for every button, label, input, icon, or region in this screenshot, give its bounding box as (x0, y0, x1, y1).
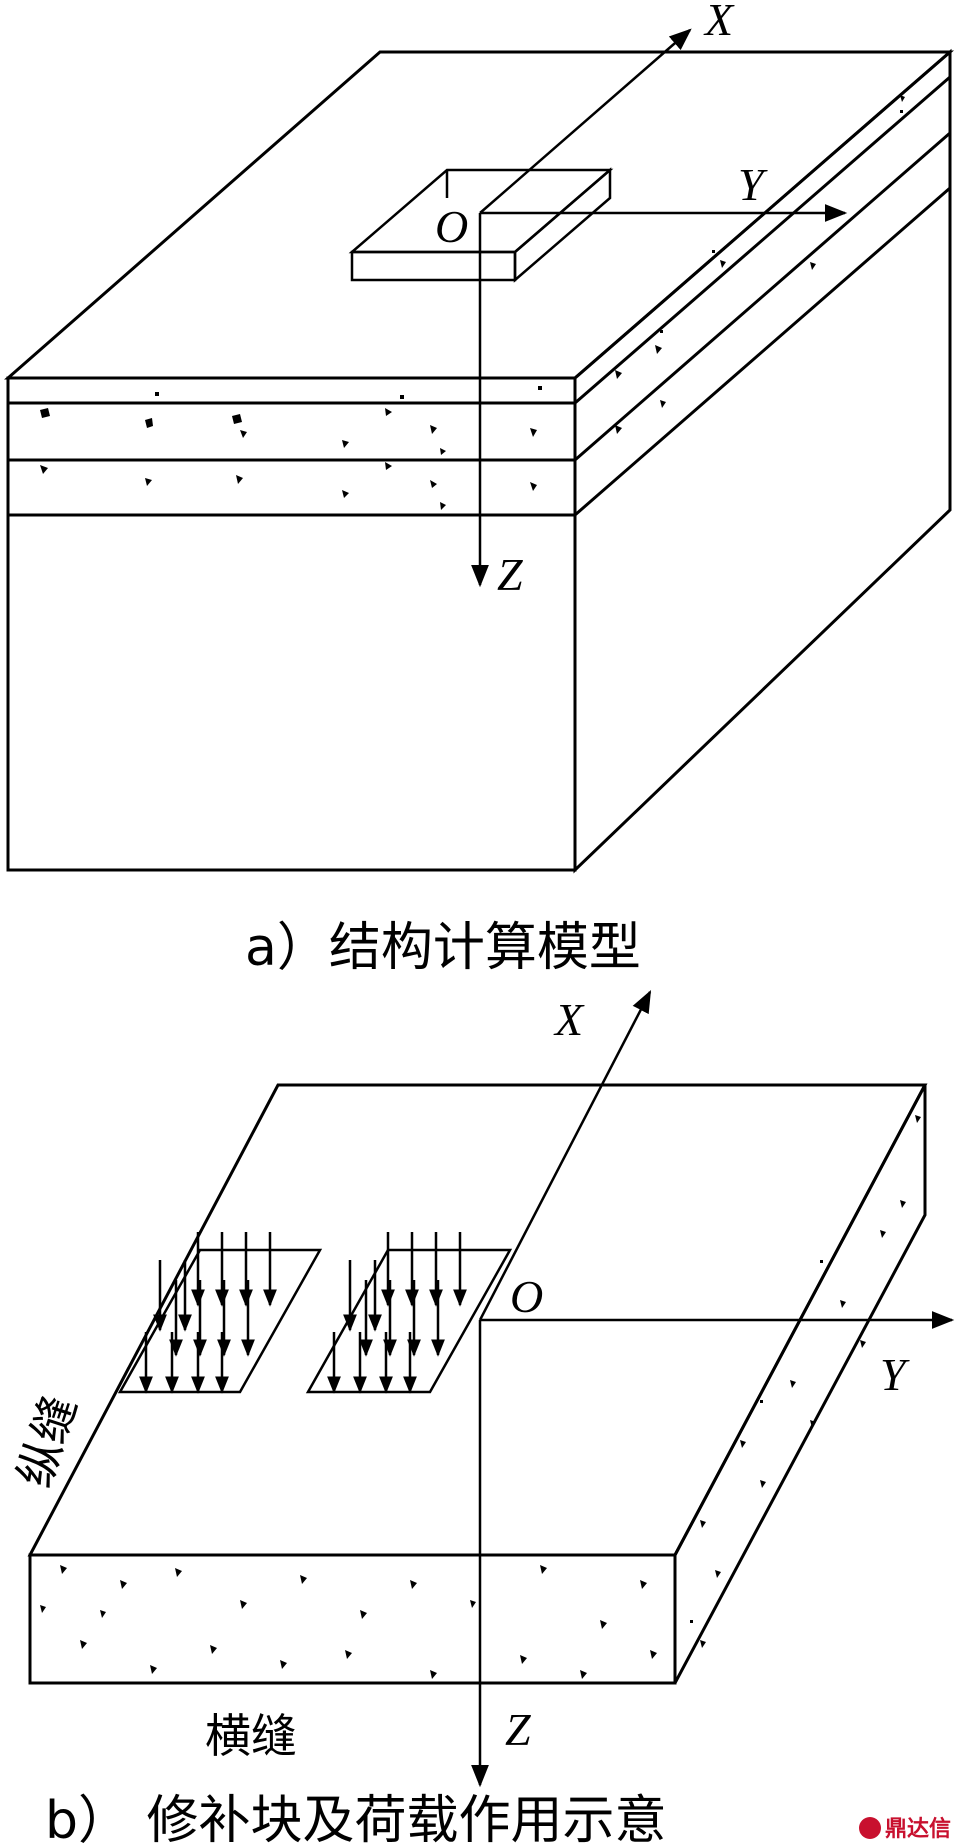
slab-front-face (28, 1553, 677, 1685)
label-longitudinal-joint: 纵缝 (7, 1389, 87, 1493)
watermark-text: 鼎达信 (885, 1816, 951, 1842)
axis-label-x-a: X (703, 0, 735, 45)
caption-a: a）结构计算模型 (245, 918, 641, 978)
axis-label-z-a: Z (497, 549, 523, 600)
repair-slab-a (348, 167, 614, 283)
block-front-face (6, 376, 577, 872)
axis-label-y-b: Y (880, 1349, 910, 1400)
side-layer-line-2 (574, 131, 951, 462)
axis-label-x-b: X (553, 994, 585, 1045)
axis-label-o-a: O (435, 201, 468, 252)
axis-x-b (478, 990, 652, 1321)
label-transverse-joint: 横缝 (205, 1709, 297, 1763)
axis-label-z-b: Z (505, 1704, 531, 1755)
load-arrows-right (327, 1232, 467, 1394)
aggregate-speckles-b (40, 1115, 921, 1679)
axis-label-o-b: O (510, 1271, 543, 1322)
repair-patch-left (117, 1248, 323, 1394)
caption-b: b） 修补块及荷载作用示意 (45, 1791, 667, 1846)
figure-a-structure-model (4, 28, 955, 874)
aggregate-speckles-a (40, 95, 905, 510)
watermark-logo: 鼎达信 (859, 1816, 951, 1842)
axis-label-y-a: Y (738, 159, 768, 210)
side-layer-line-3 (574, 186, 951, 517)
slab-side-face (673, 1084, 927, 1684)
block-side-face (573, 48, 952, 874)
axis-x-a (479, 28, 692, 214)
side-layer-line-1 (574, 75, 951, 405)
figure-b-repair-and-load (27, 990, 955, 1788)
load-arrows-left (139, 1232, 277, 1394)
